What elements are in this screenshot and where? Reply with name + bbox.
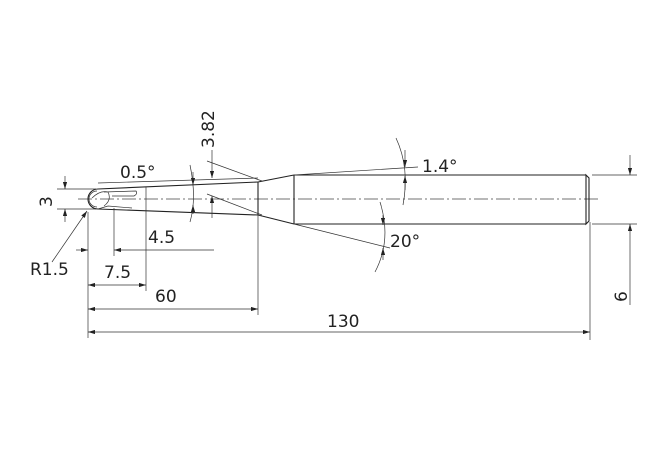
- dim-overall-length: 130: [88, 222, 591, 340]
- dim-neck-taper-angle: 0.5°: [97, 163, 259, 223]
- ball-tip: [87, 188, 99, 210]
- dim-taper-angle: 1.4°: [293, 137, 458, 206]
- svg-text:60: 60: [155, 287, 177, 307]
- svg-text:20°: 20°: [390, 232, 420, 252]
- svg-text:0.5°: 0.5°: [120, 163, 156, 183]
- svg-text:3: 3: [37, 196, 57, 207]
- svg-text:R1.5: R1.5: [30, 260, 69, 280]
- svg-text:3.82: 3.82: [199, 110, 219, 148]
- tool-outline: [87, 173, 590, 226]
- dim-shank-diameter: 6: [592, 155, 637, 305]
- dim-neck-length: 7.5: [88, 211, 147, 291]
- dim-flute-length: 4.5: [76, 208, 214, 338]
- dim-ball-diameter: 3: [37, 176, 96, 222]
- dim-effective-length: 60: [88, 215, 259, 315]
- dim-neck-diameter: 3.82: [199, 110, 263, 218]
- dim-transition-angle: 20°: [293, 201, 420, 273]
- svg-text:130: 130: [327, 312, 359, 332]
- dim-ball-radius: R1.5: [30, 210, 88, 280]
- svg-text:1.4°: 1.4°: [422, 157, 458, 177]
- svg-text:6: 6: [612, 291, 632, 302]
- svg-text:4.5: 4.5: [148, 228, 175, 248]
- svg-text:7.5: 7.5: [104, 263, 131, 283]
